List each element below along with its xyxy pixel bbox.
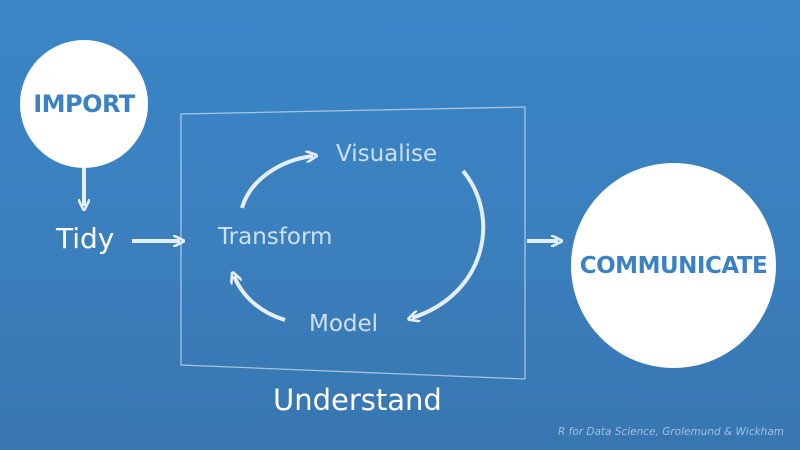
communicate-label: COMMUNICATE bbox=[579, 252, 768, 279]
visualise-label: Visualise bbox=[336, 141, 438, 167]
communicate-circle: COMMUNICATE bbox=[571, 163, 776, 368]
arrow-transform-to-visualise bbox=[240, 156, 313, 209]
tidy-label: Tidy bbox=[56, 222, 115, 255]
import-label: IMPORT bbox=[33, 90, 135, 118]
transform-label: Transform bbox=[218, 224, 333, 250]
understand-box bbox=[180, 106, 526, 380]
model-label: Model bbox=[309, 311, 379, 337]
source-credit: R for Data Science, Grolemund & Wickham bbox=[558, 426, 784, 438]
understand-label: Understand bbox=[273, 383, 442, 417]
arrow-visualise-to-model bbox=[412, 169, 486, 318]
import-circle: IMPORT bbox=[20, 40, 148, 168]
arrow-model-to-transform bbox=[234, 276, 286, 322]
